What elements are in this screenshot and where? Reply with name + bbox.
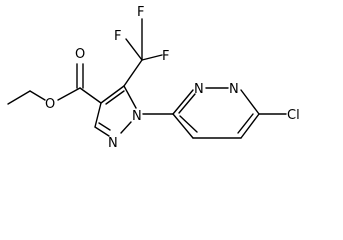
bond-ethyl-ch2-o — [29, 90, 46, 101]
bond-pd-c3-n2 — [172, 89, 194, 115]
bond-pd-c4-c3-inner — [179, 115, 198, 133]
atom-f-left: F — [114, 29, 121, 44]
atom-f-right: F — [162, 49, 169, 64]
atom-f-top: F — [137, 5, 144, 20]
atom-n2-pyrazole: N — [108, 136, 118, 151]
bond-cf3-f-left — [125, 38, 143, 61]
atom-cl: Cl — [287, 108, 300, 123]
bond-pd-c3-n2-inner — [178, 93, 196, 114]
bond-c3-c4 — [94, 102, 102, 128]
atom-o-carbonyl: O — [75, 47, 85, 62]
bond-c5-n1 — [123, 85, 137, 109]
bond-pd-c6-c5-inner — [237, 113, 254, 134]
atom-labels: O O F F F N N N N Cl — [45, 5, 300, 151]
chemical-structure-diagram: O O F F F N N N N Cl — [7, 5, 300, 151]
bond-cf3-f-right — [141, 54, 163, 61]
bond-pd-n1-c6 — [240, 89, 260, 115]
pyridazine-ring — [172, 87, 287, 139]
bond-c4-c5-double-outer — [100, 85, 125, 104]
pyrazole-ring — [94, 85, 137, 137]
bond-o-carbonyl-carbon — [57, 87, 81, 101]
bond-ethyl-ch3-ch2 — [7, 90, 31, 105]
bond-carbonyl-to-ring — [79, 87, 102, 104]
ethyl-ester-group — [7, 63, 102, 105]
bond-pd-c4-c3 — [172, 113, 194, 139]
bond-c5-cf3 — [123, 59, 143, 87]
bond-n2-c3-double-outer — [94, 126, 110, 137]
bond-n1-n2 — [120, 121, 132, 134]
bond-pd-c6-c5 — [240, 113, 260, 139]
atom-n1-pyrazole: N — [132, 109, 142, 124]
atom-n-pyridazine-a: N — [194, 82, 204, 97]
atom-o-ether: O — [45, 97, 55, 112]
trifluoromethyl-group — [123, 18, 163, 87]
bond-c4-c5-double-inner — [105, 90, 125, 105]
bond-n2-c3-double-inner — [98, 122, 111, 131]
atom-n-pyridazine-b: N — [229, 82, 239, 97]
